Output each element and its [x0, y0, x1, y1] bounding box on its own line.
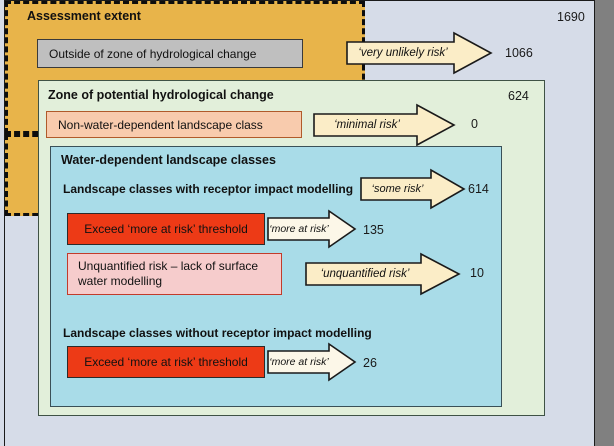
- exceed-threshold-count-without-rim: 26: [363, 356, 377, 370]
- exceed-more-at-risk-threshold-box-with-rim: Exceed ‘more at risk’ threshold: [67, 213, 265, 245]
- landscape-classes-without-rim-title: Landscape classes without receptor impac…: [63, 326, 372, 340]
- page-left-margin: [0, 0, 4, 446]
- zone-of-potential-hydrological-change-title: Zone of potential hydrological change: [48, 88, 274, 102]
- exceed-more-at-risk-threshold-box-without-rim: Exceed ‘more at risk’ threshold: [67, 346, 265, 378]
- more-at-risk-arrow-without-rim: [267, 342, 357, 382]
- page-right-margin: [596, 0, 614, 446]
- non-water-dependent-count: 0: [471, 117, 478, 131]
- outside-zone-count: 1066: [505, 46, 533, 60]
- exceed-threshold-count-with-rim: 135: [363, 223, 384, 237]
- water-dependent-landscape-classes-title: Water-dependent landscape classes: [61, 153, 276, 167]
- landscape-classes-with-rim-count: 614: [468, 182, 489, 196]
- unquantified-risk-count: 10: [470, 266, 484, 280]
- outside-zone-box: Outside of zone of hydrological change: [37, 39, 303, 68]
- more-at-risk-arrow-with-rim: [267, 209, 357, 249]
- unquantified-risk-arrow: [305, 252, 461, 296]
- zone-of-potential-hydrological-change-count: 624: [508, 89, 529, 103]
- unquantified-risk-box: Unquantified risk – lack of surface wate…: [67, 253, 282, 295]
- page-title: Assessment extent: [27, 9, 141, 23]
- non-water-dependent-landscape-class-box: Non-water-dependent landscape class: [46, 111, 302, 138]
- minimal-risk-arrow: [313, 103, 456, 147]
- assessment-extent-count: 1690: [557, 10, 585, 24]
- diagram-page: Assessment extent 1690 Outside of zone o…: [4, 0, 595, 446]
- some-risk-arrow: [360, 168, 466, 210]
- landscape-classes-with-rim-title: Landscape classes with receptor impact m…: [63, 182, 354, 196]
- very-unlikely-risk-arrow: [346, 31, 493, 75]
